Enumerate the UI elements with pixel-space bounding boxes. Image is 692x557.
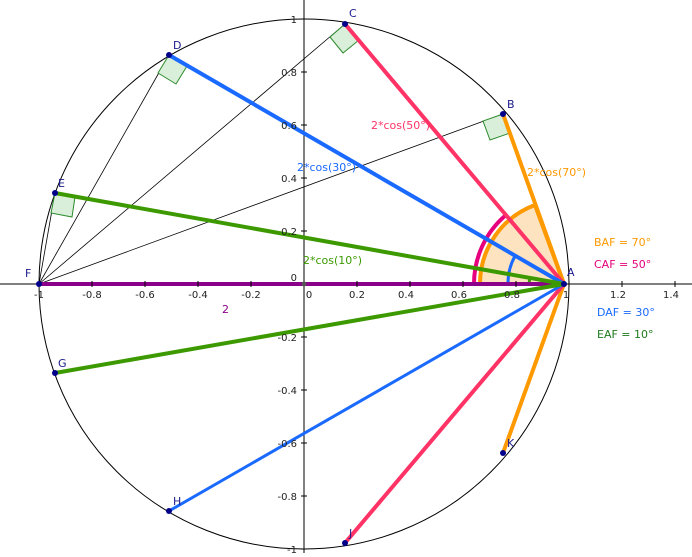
x-tick-label: 1 <box>563 290 569 301</box>
y-tick-label: -0.8 <box>277 492 297 503</box>
x-tick-marks <box>38 281 676 287</box>
segment-ad <box>167 53 566 286</box>
segment-ab <box>501 112 566 286</box>
point-h[interactable] <box>166 508 172 514</box>
thin-chords <box>38 23 504 285</box>
angle-label-daf: DAF = 30° <box>597 306 655 319</box>
x-tick-label: -0.6 <box>135 290 155 301</box>
chord-fb <box>38 113 504 285</box>
x-tick-label: 0.4 <box>398 290 414 301</box>
point-label-j: J <box>348 527 352 540</box>
segment-ae <box>53 191 566 286</box>
point-label-h: H <box>173 495 181 508</box>
angle-labels: BAF = 70° CAF = 50° DAF = 30° EAF = 10° <box>594 236 655 341</box>
angle-label-caf: CAF = 50° <box>594 258 651 271</box>
y-tick-label: -0.4 <box>277 386 297 397</box>
x-tick-label: 1.4 <box>663 290 679 301</box>
x-tick-label: -0.2 <box>241 290 261 301</box>
x-tick-labels: -1 -0.8 -0.6 -0.4 -0.2 0 0.2 0.4 0.6 0.8… <box>34 290 679 301</box>
x-tick-label: 0.6 <box>451 290 467 301</box>
y-tick-marks <box>301 18 307 550</box>
segment-ag <box>53 282 566 375</box>
point-c[interactable] <box>342 21 348 27</box>
y-tick-label: 0.4 <box>281 174 297 185</box>
chord-fc <box>38 23 346 285</box>
y-tick-label: -0.6 <box>277 439 297 450</box>
point-label-e: E <box>58 177 65 190</box>
point-label-d: D <box>173 39 181 52</box>
segment-label-ae: 2*cos(10°) <box>303 254 362 267</box>
points <box>36 21 567 546</box>
segment-label-ab: 2*cos(70°) <box>527 166 586 179</box>
y-tick-label: -1 <box>287 545 297 553</box>
point-b[interactable] <box>500 111 506 117</box>
segment-label-fa: 2 <box>222 303 229 316</box>
segment-label-ad: 2*cos(30°) <box>297 161 356 174</box>
x-tick-label: 0.2 <box>349 290 365 301</box>
point-k[interactable] <box>500 450 506 456</box>
x-tick-label: 1.2 <box>610 290 626 301</box>
x-tick-label: 0 <box>306 290 312 301</box>
right-angle-d <box>157 54 188 85</box>
x-tick-label: -0.8 <box>82 290 102 301</box>
angle-label-baf: BAF = 70° <box>594 236 651 249</box>
point-labels: A B C D E F G H J K <box>25 7 575 540</box>
chord-fd <box>38 54 170 285</box>
segment-ac <box>343 22 566 286</box>
y-tick-label: 0.8 <box>281 68 297 79</box>
y-tick-label: 0 <box>291 273 297 284</box>
point-label-b: B <box>507 98 515 111</box>
segment-label-ac: 2*cos(50°) <box>371 119 430 132</box>
point-label-c: C <box>349 7 357 20</box>
y-tick-label: 0.6 <box>281 121 297 132</box>
angle-label-eaf: EAF = 10° <box>597 328 654 341</box>
segment-aj <box>343 282 566 545</box>
angle-arc-baf <box>477 202 567 286</box>
point-e[interactable] <box>52 190 58 196</box>
x-tick-label: -0.4 <box>188 290 208 301</box>
point-f[interactable] <box>36 281 42 287</box>
y-tick-labels: 1 0.8 0.6 0.4 0.2 0 -0.2 -0.4 -0.6 -0.8 … <box>277 15 297 556</box>
point-label-f: F <box>25 267 31 280</box>
segment-ah <box>167 282 566 513</box>
y-tick-label: 0.2 <box>281 227 297 238</box>
point-g[interactable] <box>52 370 58 376</box>
point-label-k: K <box>507 437 515 450</box>
point-label-g: G <box>58 357 67 370</box>
x-tick-label: 0.8 <box>504 290 520 301</box>
segment-ak <box>501 282 566 455</box>
segment-labels: 2 2*cos(70°) 2*cos(50°) 2*cos(30°) 2*cos… <box>222 119 586 316</box>
point-d[interactable] <box>166 52 172 58</box>
y-tick-label: -0.2 <box>277 333 297 344</box>
colored-segments <box>37 22 566 545</box>
y-tick-label: 1 <box>291 15 297 26</box>
x-tick-label: -1 <box>34 290 44 301</box>
point-j[interactable] <box>342 540 348 546</box>
origin-point <box>301 281 307 287</box>
point-a[interactable] <box>561 281 567 287</box>
angle-arc-caf <box>471 213 508 285</box>
point-label-a: A <box>567 266 575 279</box>
